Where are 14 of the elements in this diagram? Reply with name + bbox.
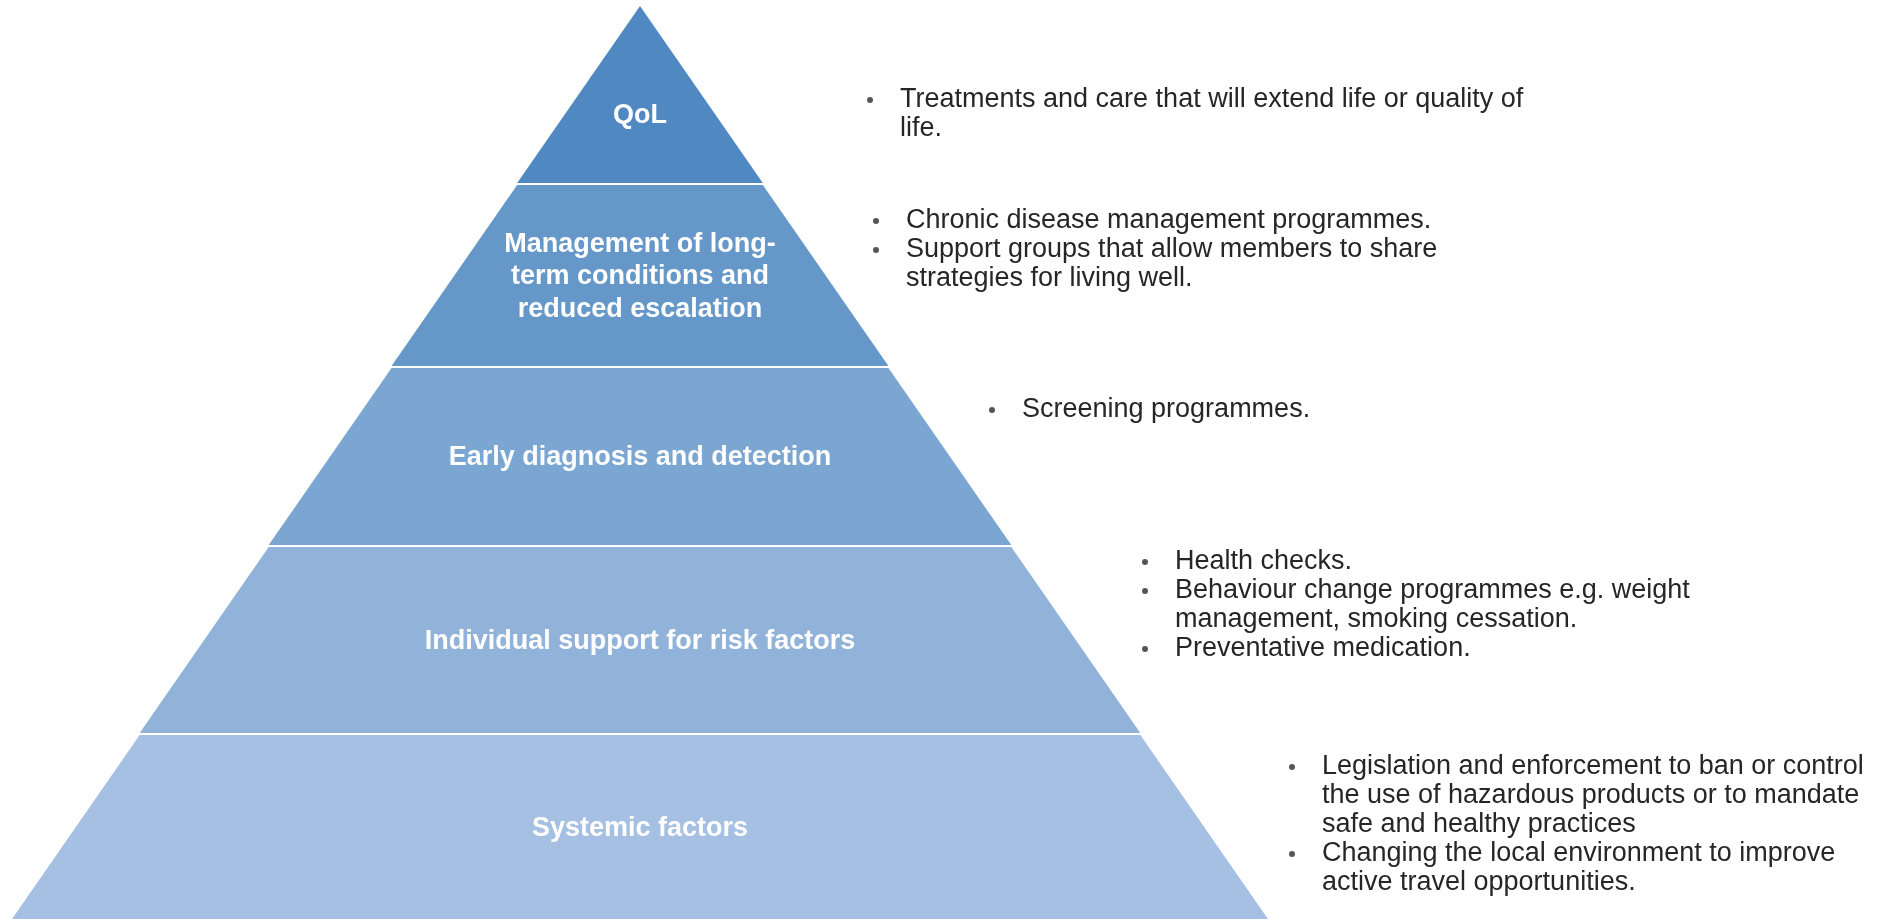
level-label: QoL: [613, 98, 667, 131]
level-label: Management of long-term conditions and reduced escalation: [503, 226, 777, 325]
level-label: Systemic factors: [531, 810, 749, 844]
level-label: Individual support for risk factors: [424, 623, 856, 657]
bullet-text: Legislation and enforcement to ban or control the use of hazardous products or to mandate safe and healthy practices: [1322, 750, 1864, 838]
bullet-text: Preventative medication.: [1175, 632, 1471, 662]
bullet-text: Changing the local environment to improve active travel opportunities.: [1322, 837, 1836, 896]
level-label: Early diagnosis and detection: [448, 440, 832, 473]
bullet-text: Support groups that allow members to share strategies for living well.: [906, 233, 1438, 292]
bullet-text: Health checks.: [1175, 545, 1353, 575]
bullet-text: Behaviour change programmes e.g. weight management, smoking cessation.: [1175, 574, 1690, 633]
bullet-text: Treatments and care that will extend life or quality of life.: [900, 83, 1524, 142]
bullet-text: Screening programmes.: [1022, 393, 1311, 423]
bullet-text: Chronic disease management programmes.: [906, 204, 1432, 234]
